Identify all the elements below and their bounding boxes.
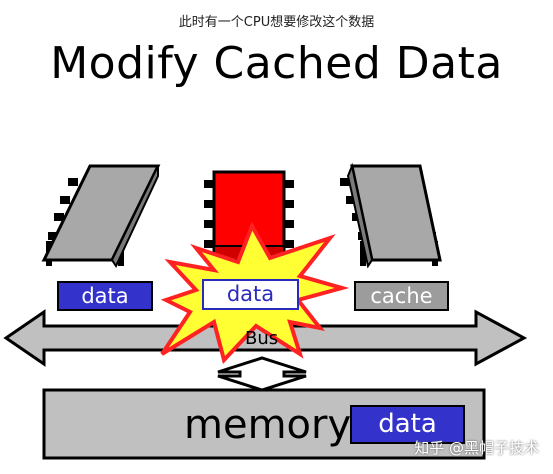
slide-title: Modify Cached Data xyxy=(50,38,503,89)
bus-arrow xyxy=(3,309,528,367)
cache-label-left: data xyxy=(57,281,153,311)
watermark: 知乎 @黑帽子技术 xyxy=(414,439,539,457)
cpu-chip-right xyxy=(340,162,442,269)
memory-data-label: data xyxy=(350,405,465,444)
caption: 此时有一个CPU想要修改这个数据 xyxy=(178,15,375,30)
bus-memory-arrow xyxy=(217,356,307,392)
cache-label-right: cache xyxy=(354,281,449,311)
bus-label: Bus xyxy=(245,328,279,349)
cpu-chip-left xyxy=(41,164,161,269)
memory-label: memory xyxy=(184,402,352,448)
cache-label-middle: data xyxy=(202,279,299,310)
